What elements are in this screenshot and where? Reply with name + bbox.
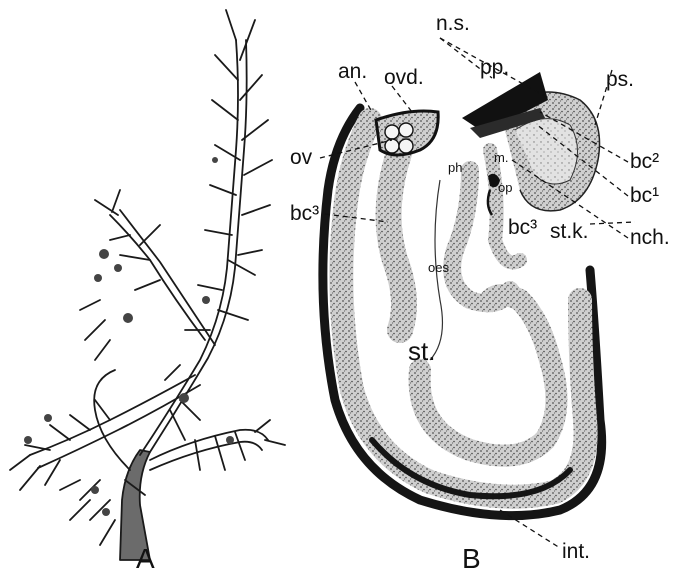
label-bc1: bc¹ [630, 184, 659, 207]
label-m: m. [494, 150, 508, 165]
colony-left-branch [30, 375, 195, 455]
label-ps: ps. [606, 68, 634, 91]
colony-lower-branch [150, 430, 268, 460]
label-oes: oes [428, 260, 449, 275]
label-ns: n.s. [436, 12, 470, 35]
label-ov: ov [290, 146, 313, 169]
label-int: int. [562, 540, 590, 563]
label-bc3-inner: bc³ [508, 216, 537, 239]
label-bc3-left: bc³ [290, 202, 319, 225]
colony-branchlets [10, 10, 285, 545]
label-pp: pp. [480, 56, 509, 79]
stomach-intestine [420, 295, 557, 456]
panel-b-letter: B [462, 543, 481, 573]
panel-a-colony [10, 10, 285, 560]
label-ovd: ovd. [384, 66, 424, 89]
pharynx [389, 150, 404, 330]
label-stk: st.k. [550, 220, 589, 243]
panel-b-section [323, 72, 602, 516]
colony-main-stem [140, 40, 238, 455]
label-nch: nch. [630, 226, 670, 249]
label-bc2: bc² [630, 150, 659, 173]
label-an: an. [338, 60, 367, 83]
label-op: op [498, 180, 512, 195]
label-st: st. [408, 336, 435, 366]
panel-a-letter: A [136, 543, 155, 573]
label-ph: ph [448, 160, 462, 175]
